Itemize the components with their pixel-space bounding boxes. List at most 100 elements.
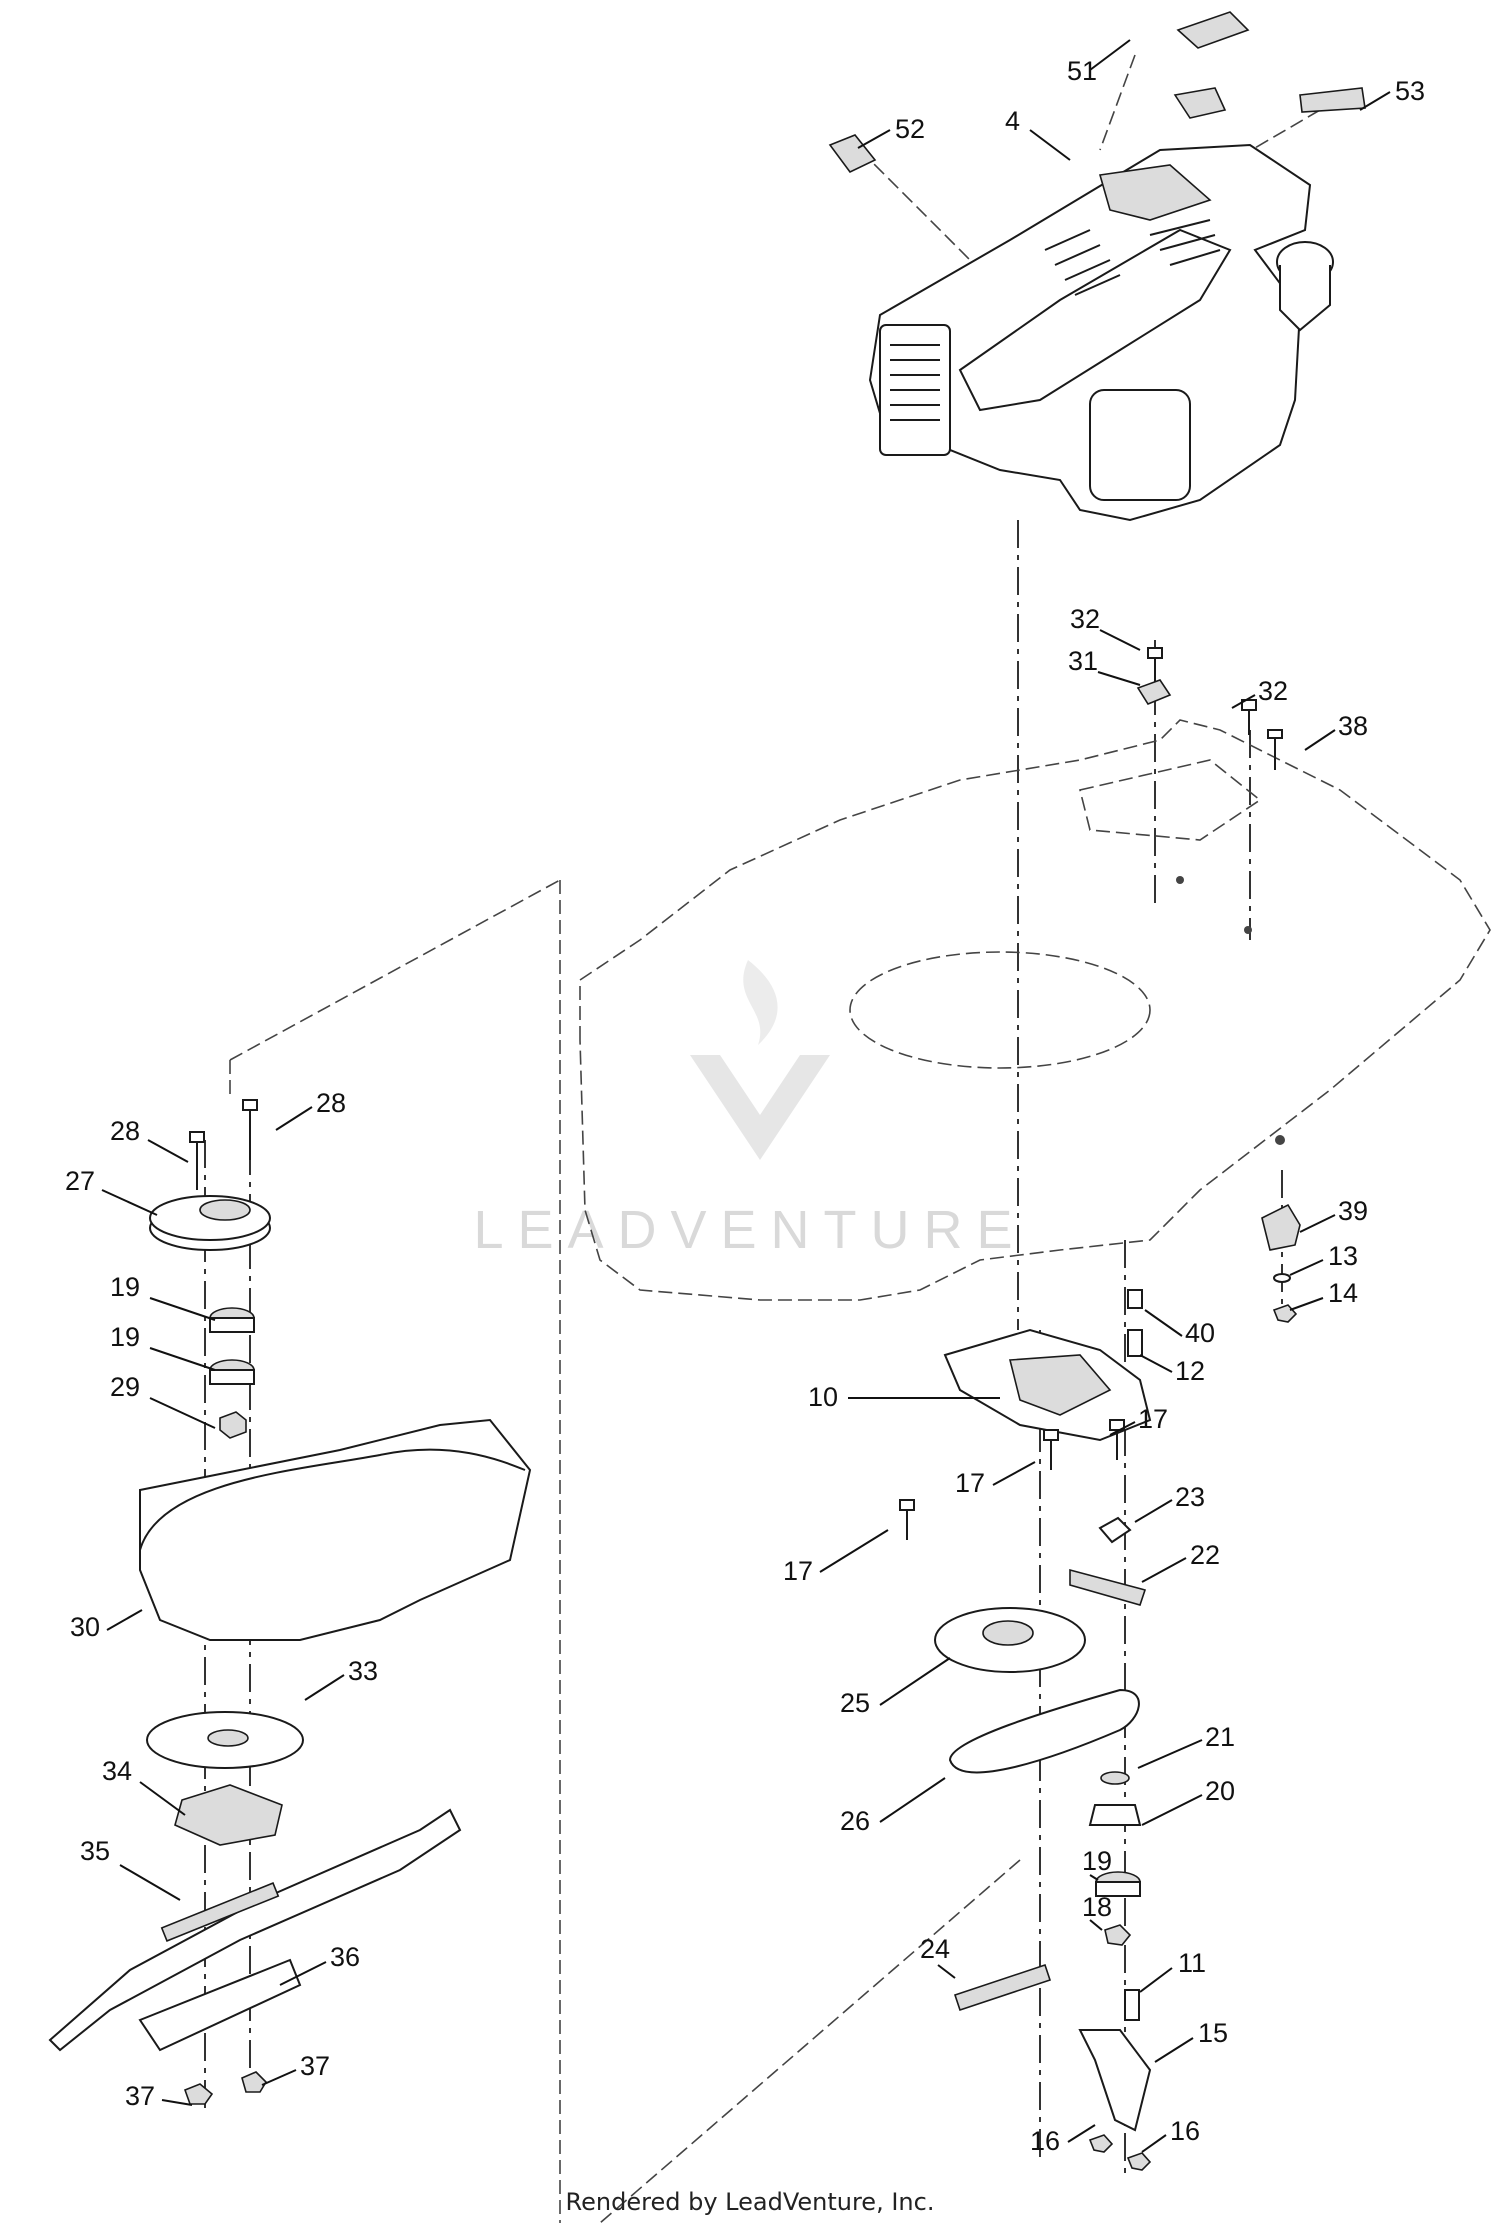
callout-35: 35	[80, 1836, 181, 1901]
callout-label: 25	[840, 1688, 870, 1718]
callout-17-a: 17	[1109, 1404, 1168, 1436]
callout-16-right: 16	[1141, 2116, 1200, 2153]
callout-label: 13	[1328, 1241, 1358, 1271]
callout-31: 31	[1068, 646, 1141, 686]
callout-19-lower: 19	[1082, 1846, 1112, 1881]
callout-12: 12	[1139, 1354, 1205, 1386]
callout-27: 27	[65, 1166, 158, 1216]
callout-4: 4	[1005, 106, 1071, 161]
callout-19-upper: 19	[110, 1272, 216, 1321]
watermark-flame	[743, 960, 778, 1045]
callout-29: 29	[110, 1372, 216, 1429]
callout-label: 32	[1070, 604, 1100, 634]
callout-label: 35	[80, 1836, 110, 1866]
callout-13: 13	[1289, 1241, 1358, 1276]
callout-17-b: 17	[955, 1461, 1036, 1498]
callout-label: 15	[1198, 2018, 1228, 2048]
callout-label: 28	[110, 1116, 140, 1146]
callout-19-middle: 19	[110, 1322, 216, 1371]
callout-37-left: 37	[125, 2081, 193, 2111]
decal-51	[1176, 11, 1250, 49]
callout-label: 16	[1030, 2126, 1060, 2156]
callout-18: 18	[1082, 1892, 1112, 1931]
callout-label: 16	[1170, 2116, 1200, 2146]
callout-label: 11	[1178, 1948, 1206, 1978]
decal-52	[828, 134, 877, 174]
callout-label: 19	[110, 1272, 140, 1302]
callout-label: 37	[300, 2051, 330, 2081]
callout-39: 39	[1299, 1196, 1368, 1233]
bracket-39-assembly	[1261, 1203, 1301, 1323]
callout-16-left: 16	[1030, 2124, 1096, 2156]
callout-15: 15	[1154, 2018, 1228, 2063]
callout-11: 11	[1139, 1948, 1206, 1993]
callout-14: 14	[1289, 1278, 1358, 1311]
bolt-32-31	[1136, 647, 1283, 770]
callout-28-right: 28	[275, 1088, 346, 1131]
decal-53	[1299, 87, 1366, 113]
callout-20: 20	[1141, 1776, 1235, 1826]
callout-label: 18	[1082, 1892, 1112, 1922]
callout-30: 30	[70, 1609, 143, 1642]
callout-label: 4	[1005, 106, 1020, 136]
callout-label: 12	[1175, 1356, 1205, 1386]
callout-label: 39	[1338, 1196, 1368, 1226]
callout-label: 53	[1395, 76, 1425, 106]
footer-credit: Rendered by LeadVenture, Inc.	[565, 2188, 935, 2216]
callout-label: 40	[1185, 1318, 1215, 1348]
callout-label: 10	[808, 1382, 838, 1412]
callout-label: 38	[1338, 711, 1368, 741]
callout-label: 29	[110, 1372, 140, 1402]
callout-label: 28	[316, 1088, 346, 1118]
callout-label: 31	[1068, 646, 1098, 676]
callout-label: 17	[783, 1556, 813, 1586]
callout-24: 24	[920, 1934, 956, 1979]
callout-52: 52	[857, 114, 925, 149]
callout-label: 19	[110, 1322, 140, 1352]
callout-label: 36	[330, 1942, 360, 1972]
callout-label: 14	[1328, 1278, 1358, 1308]
callout-label: 52	[895, 114, 925, 144]
callout-17-c: 17	[783, 1529, 889, 1586]
callout-37-right: 37	[261, 2051, 330, 2086]
callout-label: 24	[920, 1934, 950, 1964]
callout-label: 33	[348, 1656, 378, 1686]
callout-label: 51	[1067, 56, 1097, 86]
callout-label: 27	[65, 1166, 95, 1196]
callout-51: 51	[1067, 39, 1131, 86]
callout-label: 22	[1190, 1540, 1220, 1570]
callout-22: 22	[1141, 1540, 1220, 1583]
callout-40: 40	[1144, 1309, 1215, 1348]
callout-label: 34	[102, 1756, 132, 1786]
callout-32-lower: 32	[1231, 676, 1288, 709]
callout-33: 33	[304, 1656, 378, 1701]
callout-28-left: 28	[110, 1116, 189, 1163]
callout-26: 26	[840, 1777, 946, 1836]
left-blade-assembly	[48, 1099, 532, 2105]
callout-label: 17	[1138, 1404, 1168, 1434]
mower-deck	[579, 719, 1491, 1301]
watermark: LEADVENTURE	[473, 960, 1026, 1260]
callout-10: 10	[808, 1382, 1000, 1412]
callout-label: 26	[840, 1806, 870, 1836]
callout-label: 23	[1175, 1482, 1205, 1512]
callout-36: 36	[279, 1942, 360, 1986]
callout-label: 19	[1082, 1846, 1112, 1876]
watermark-text: LEADVENTURE	[473, 1200, 1026, 1260]
callout-21: 21	[1137, 1722, 1235, 1769]
callout-label: 37	[125, 2081, 155, 2111]
right-pulley-assembly	[899, 1289, 1152, 2171]
callout-38: 38	[1304, 711, 1368, 751]
callout-label: 30	[70, 1612, 100, 1642]
callouts: 51 52 4 53 32 31 32 38 28 28 27 19 19 29…	[65, 39, 1425, 2156]
callout-23: 23	[1134, 1482, 1205, 1523]
callout-label: 21	[1205, 1722, 1235, 1752]
callout-label: 32	[1258, 676, 1288, 706]
callout-label: 17	[955, 1468, 985, 1498]
engine	[828, 11, 1366, 522]
callout-25: 25	[840, 1657, 951, 1718]
callout-label: 20	[1205, 1776, 1235, 1806]
watermark-logo	[690, 1055, 830, 1160]
